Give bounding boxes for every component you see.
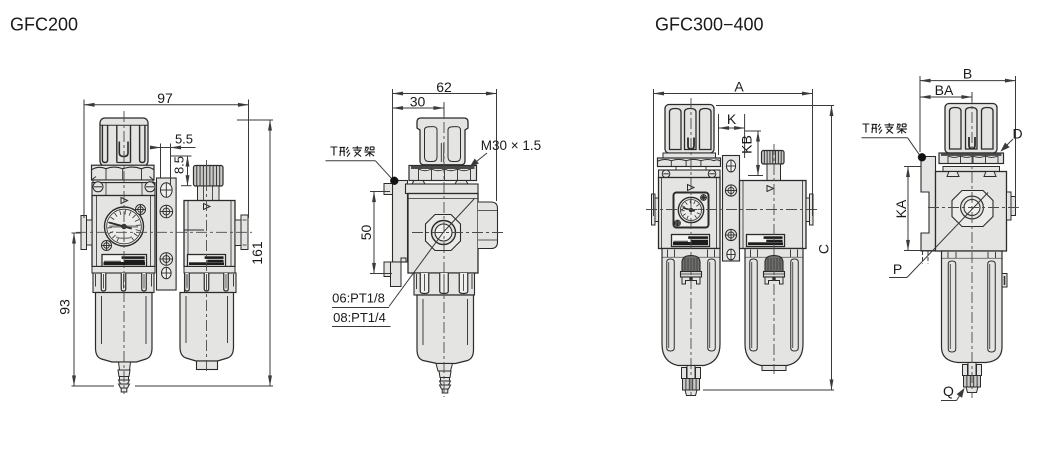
svg-text:50: 50	[358, 225, 374, 241]
svg-text:5.5: 5.5	[175, 132, 193, 147]
svg-text:KB: KB	[739, 135, 755, 154]
svg-text:Q: Q	[943, 383, 954, 399]
svg-text:GFC200: GFC200	[10, 15, 78, 35]
svg-text:B: B	[963, 66, 972, 82]
svg-text:P: P	[893, 261, 902, 277]
svg-text:GFC300−400: GFC300−400	[655, 15, 764, 35]
svg-text:T: T	[862, 122, 870, 136]
svg-text:A: A	[734, 79, 744, 95]
svg-text:30: 30	[410, 94, 426, 110]
svg-text:K: K	[727, 111, 737, 127]
svg-text:97: 97	[157, 90, 173, 106]
svg-text:KA: KA	[893, 199, 909, 218]
svg-text:T: T	[330, 145, 338, 159]
svg-text:93: 93	[57, 299, 73, 315]
svg-text:06:PT1/8: 06:PT1/8	[332, 291, 385, 306]
svg-text:161: 161	[249, 241, 265, 265]
svg-text:8.5: 8.5	[172, 156, 187, 174]
svg-text:M30 × 1.5: M30 × 1.5	[481, 138, 541, 153]
svg-text:08:PT1/4: 08:PT1/4	[333, 310, 386, 325]
svg-text:D: D	[1012, 126, 1022, 142]
svg-text:62: 62	[436, 79, 452, 95]
svg-text:BA: BA	[935, 82, 954, 98]
svg-text:C: C	[816, 244, 832, 254]
